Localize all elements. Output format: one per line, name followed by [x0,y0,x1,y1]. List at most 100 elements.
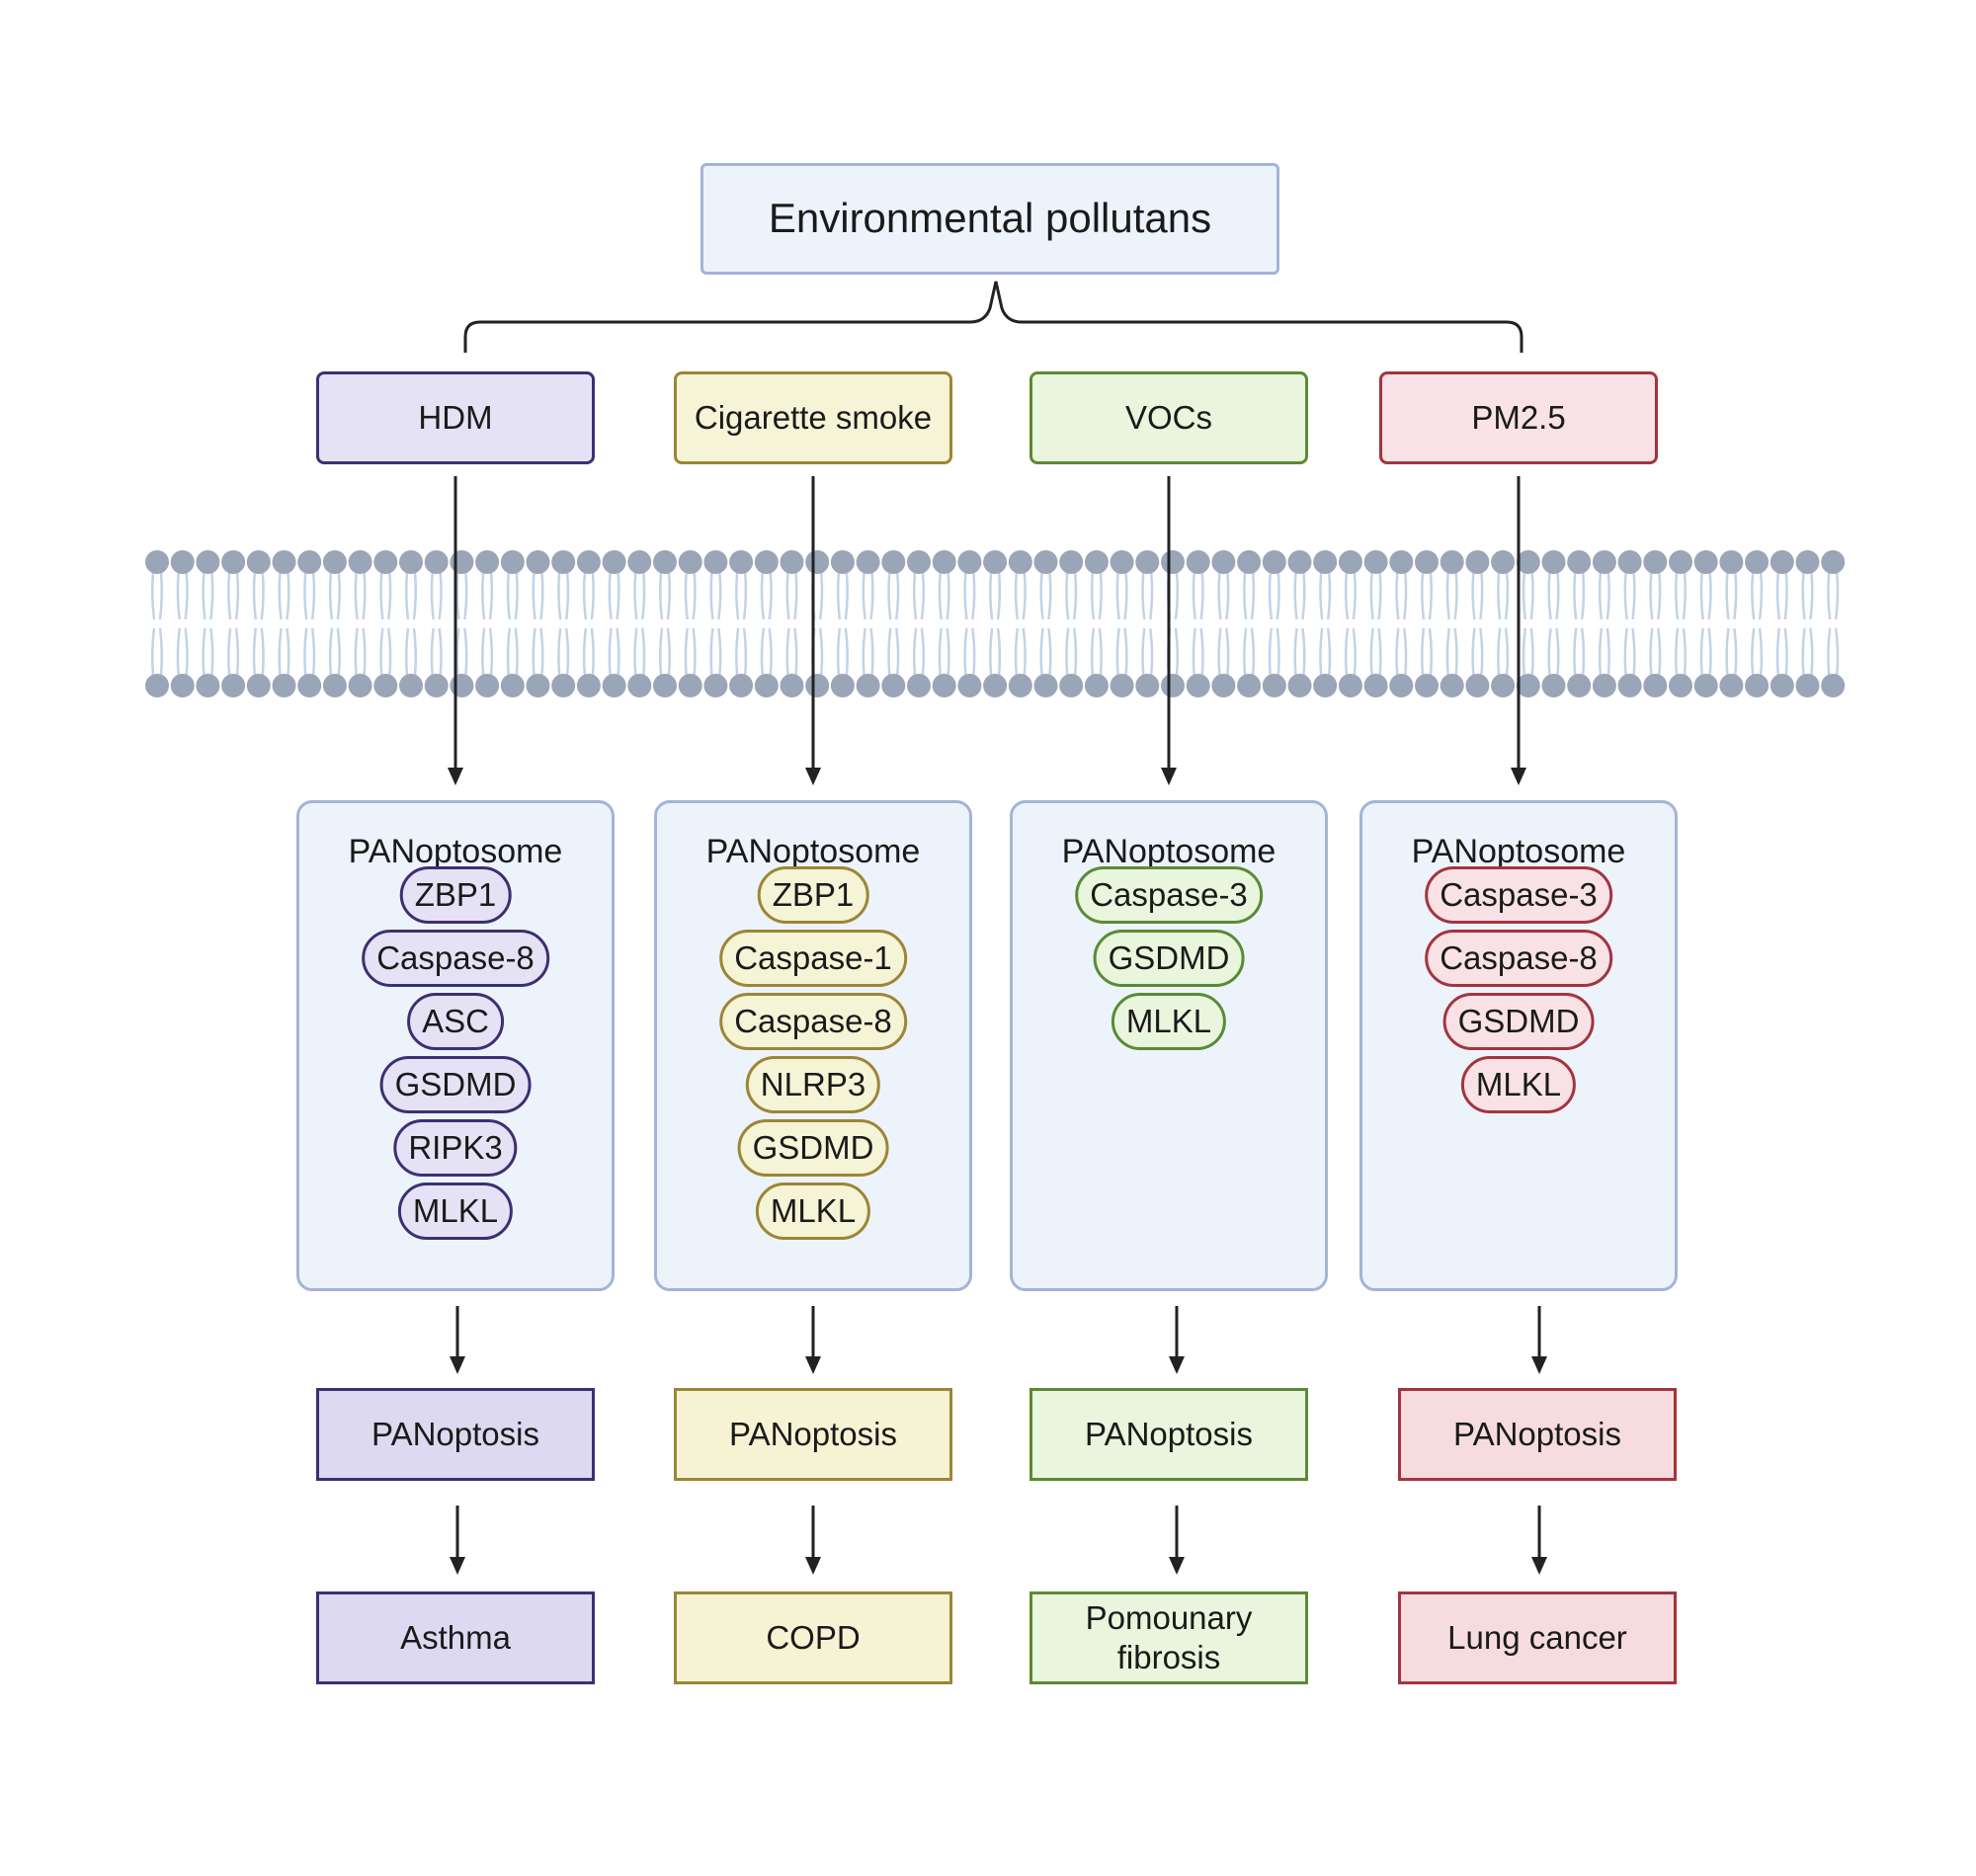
lipid-tail [760,571,773,620]
lipid-head [1389,550,1414,574]
process-box: PANoptosis [316,1388,595,1481]
lipid-tail [227,571,240,620]
lipid-tail [1699,627,1712,677]
lipid-tail [557,627,570,677]
lipid-tail [1293,627,1306,677]
lipid-tail [1674,571,1688,620]
arrow-head [805,1356,821,1374]
lipid-head [526,674,550,697]
lipid-tail [1192,627,1204,677]
lipid-tail [735,627,748,677]
lipid-head [475,674,500,697]
lipid-tail [1141,571,1154,620]
lipid-tail [1471,627,1484,677]
lipid-head [1033,550,1058,574]
lipid-head [653,550,677,574]
lipid-head [551,674,576,697]
lipid-tail [887,627,900,677]
lipid-head [1363,550,1388,574]
lipid-tail [760,627,773,677]
lipid-head [373,674,398,697]
lipid-tail [684,571,697,620]
lipid-head [729,550,754,574]
lipid-tail [1751,627,1764,677]
lipid-head [297,550,322,574]
protein-pill: GSDMD [1442,993,1595,1050]
arrow-head [448,768,463,785]
title-text: Environmental pollutans [768,195,1212,242]
lipid-head [348,674,372,697]
lipid-head [1770,550,1794,574]
lipid-head [221,674,246,697]
lipid-tail [1192,571,1204,620]
lipid-head [1795,550,1820,574]
lipid-tail [150,627,164,677]
lipid-tail [1775,571,1788,620]
lipid-tail [150,571,164,620]
lipid-tail [1039,571,1052,620]
lipid-tail [176,571,189,620]
lipid-tail [1268,627,1280,677]
lipid-tail [1217,627,1230,677]
lipid-tail [303,627,316,677]
lipid-head [1110,550,1134,574]
lipid-head [703,674,728,697]
lipid-tail [608,627,620,677]
lipid-head [196,550,220,574]
lipid-head [780,550,804,574]
protein-pill: ZBP1 [757,866,869,924]
arrow-head [1169,1356,1185,1374]
process-box: PANoptosis [674,1388,952,1481]
lipid-tail [1039,627,1052,677]
lipid-head [1338,550,1362,574]
lipid-tail [278,571,290,620]
lipid-head [322,674,347,697]
panoptosome-title: PANoptosome [705,833,921,870]
lipid-tail [379,571,392,620]
lipid-head [957,674,982,697]
lipid-head [1617,674,1642,697]
protein-pill: NLRP3 [745,1056,881,1113]
protein-pill: GSDMD [1093,930,1245,987]
lipid-head [957,550,982,574]
lipid-head [1795,674,1820,697]
source-label: HDM [418,399,493,437]
lipid-head [1237,674,1262,697]
lipid-head [1770,674,1794,697]
lipid-tail [1649,571,1662,620]
protein-pill: MLKL [1460,1056,1577,1113]
lipid-head [1821,674,1846,697]
lipid-tail [557,571,570,620]
protein-pill: ASC [407,993,504,1050]
lipid-head [856,550,880,574]
lipid-head [907,550,931,574]
lipid-tail [532,571,544,620]
lipid-head [627,674,652,697]
lipid-tail [1115,571,1128,620]
lipid-tail [202,571,214,620]
protein-pill: Caspase-1 [719,930,907,987]
protein-pill: Caspase-3 [1075,866,1263,924]
arrow-head [805,1557,821,1575]
lipid-tail [1293,571,1306,620]
lipid-head [145,550,169,574]
lipid-head [399,550,423,574]
disease-label: Lung cancer [1447,1619,1627,1657]
protein-pill: ZBP1 [399,866,512,924]
lipid-tail [658,571,672,620]
lipid-head [983,674,1008,697]
lipid-tail [1751,571,1764,620]
protein-pill: MLKL [755,1183,871,1240]
lipid-head [1008,674,1032,697]
lipid-head [881,550,906,574]
lipid-head [1313,674,1338,697]
lipid-tail [1065,571,1078,620]
lipid-tail [1445,571,1458,620]
lipid-tail [658,627,672,677]
lipid-tail [1115,627,1128,677]
source-box: HDM [316,371,595,464]
lipid-head [170,674,195,697]
lipid-head [932,550,956,574]
